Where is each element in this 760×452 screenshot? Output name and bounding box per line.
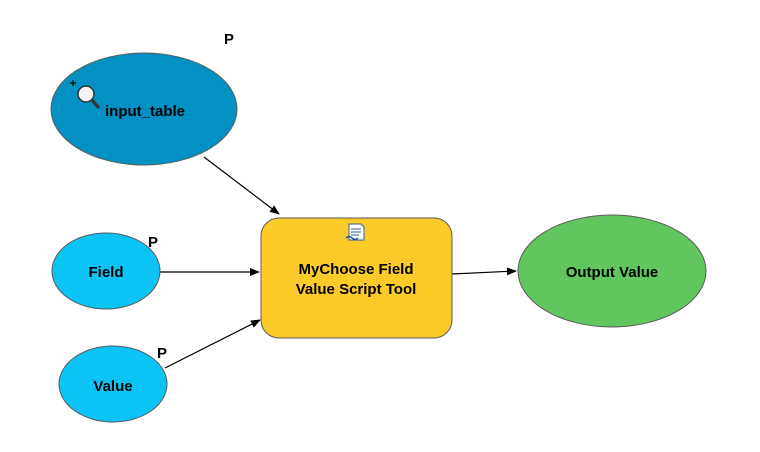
node-value[interactable]: Value P — [58, 345, 168, 423]
connector-tool-to-output[interactable] — [451, 267, 517, 276]
node-tool-label-line1: MyChoose Field — [298, 261, 413, 278]
node-input-table-label: input_table — [105, 103, 185, 120]
node-input-table[interactable]: input_table P — [50, 31, 238, 166]
connector-value-to-tool[interactable] — [164, 319, 261, 369]
node-tool-label-line2: Value Script Tool — [296, 281, 417, 298]
parameter-marker-input-table: P — [224, 31, 234, 48]
node-output-value-shape[interactable] — [517, 214, 707, 328]
parameter-marker-value: P — [157, 345, 167, 362]
node-tool-shape[interactable] — [260, 217, 453, 339]
node-value-shape[interactable] — [58, 345, 168, 423]
connectors — [159, 156, 517, 369]
node-field-shape[interactable] — [51, 232, 161, 310]
node-output-value-label: Output Value — [566, 264, 659, 281]
node-value-label: Value — [93, 378, 132, 395]
add-data-magnifier-icon — [70, 80, 101, 109]
node-output-value[interactable]: Output Value — [517, 214, 707, 328]
connector-input-table-to-tool[interactable] — [203, 156, 280, 215]
parameter-marker-field: P — [148, 234, 158, 251]
script-tool-icon — [345, 223, 365, 241]
node-tool[interactable]: MyChoose Field Value Script Tool — [260, 217, 453, 339]
node-field-label: Field — [88, 264, 123, 281]
node-input-table-shape[interactable] — [50, 52, 238, 166]
node-field[interactable]: Field P — [51, 232, 161, 310]
